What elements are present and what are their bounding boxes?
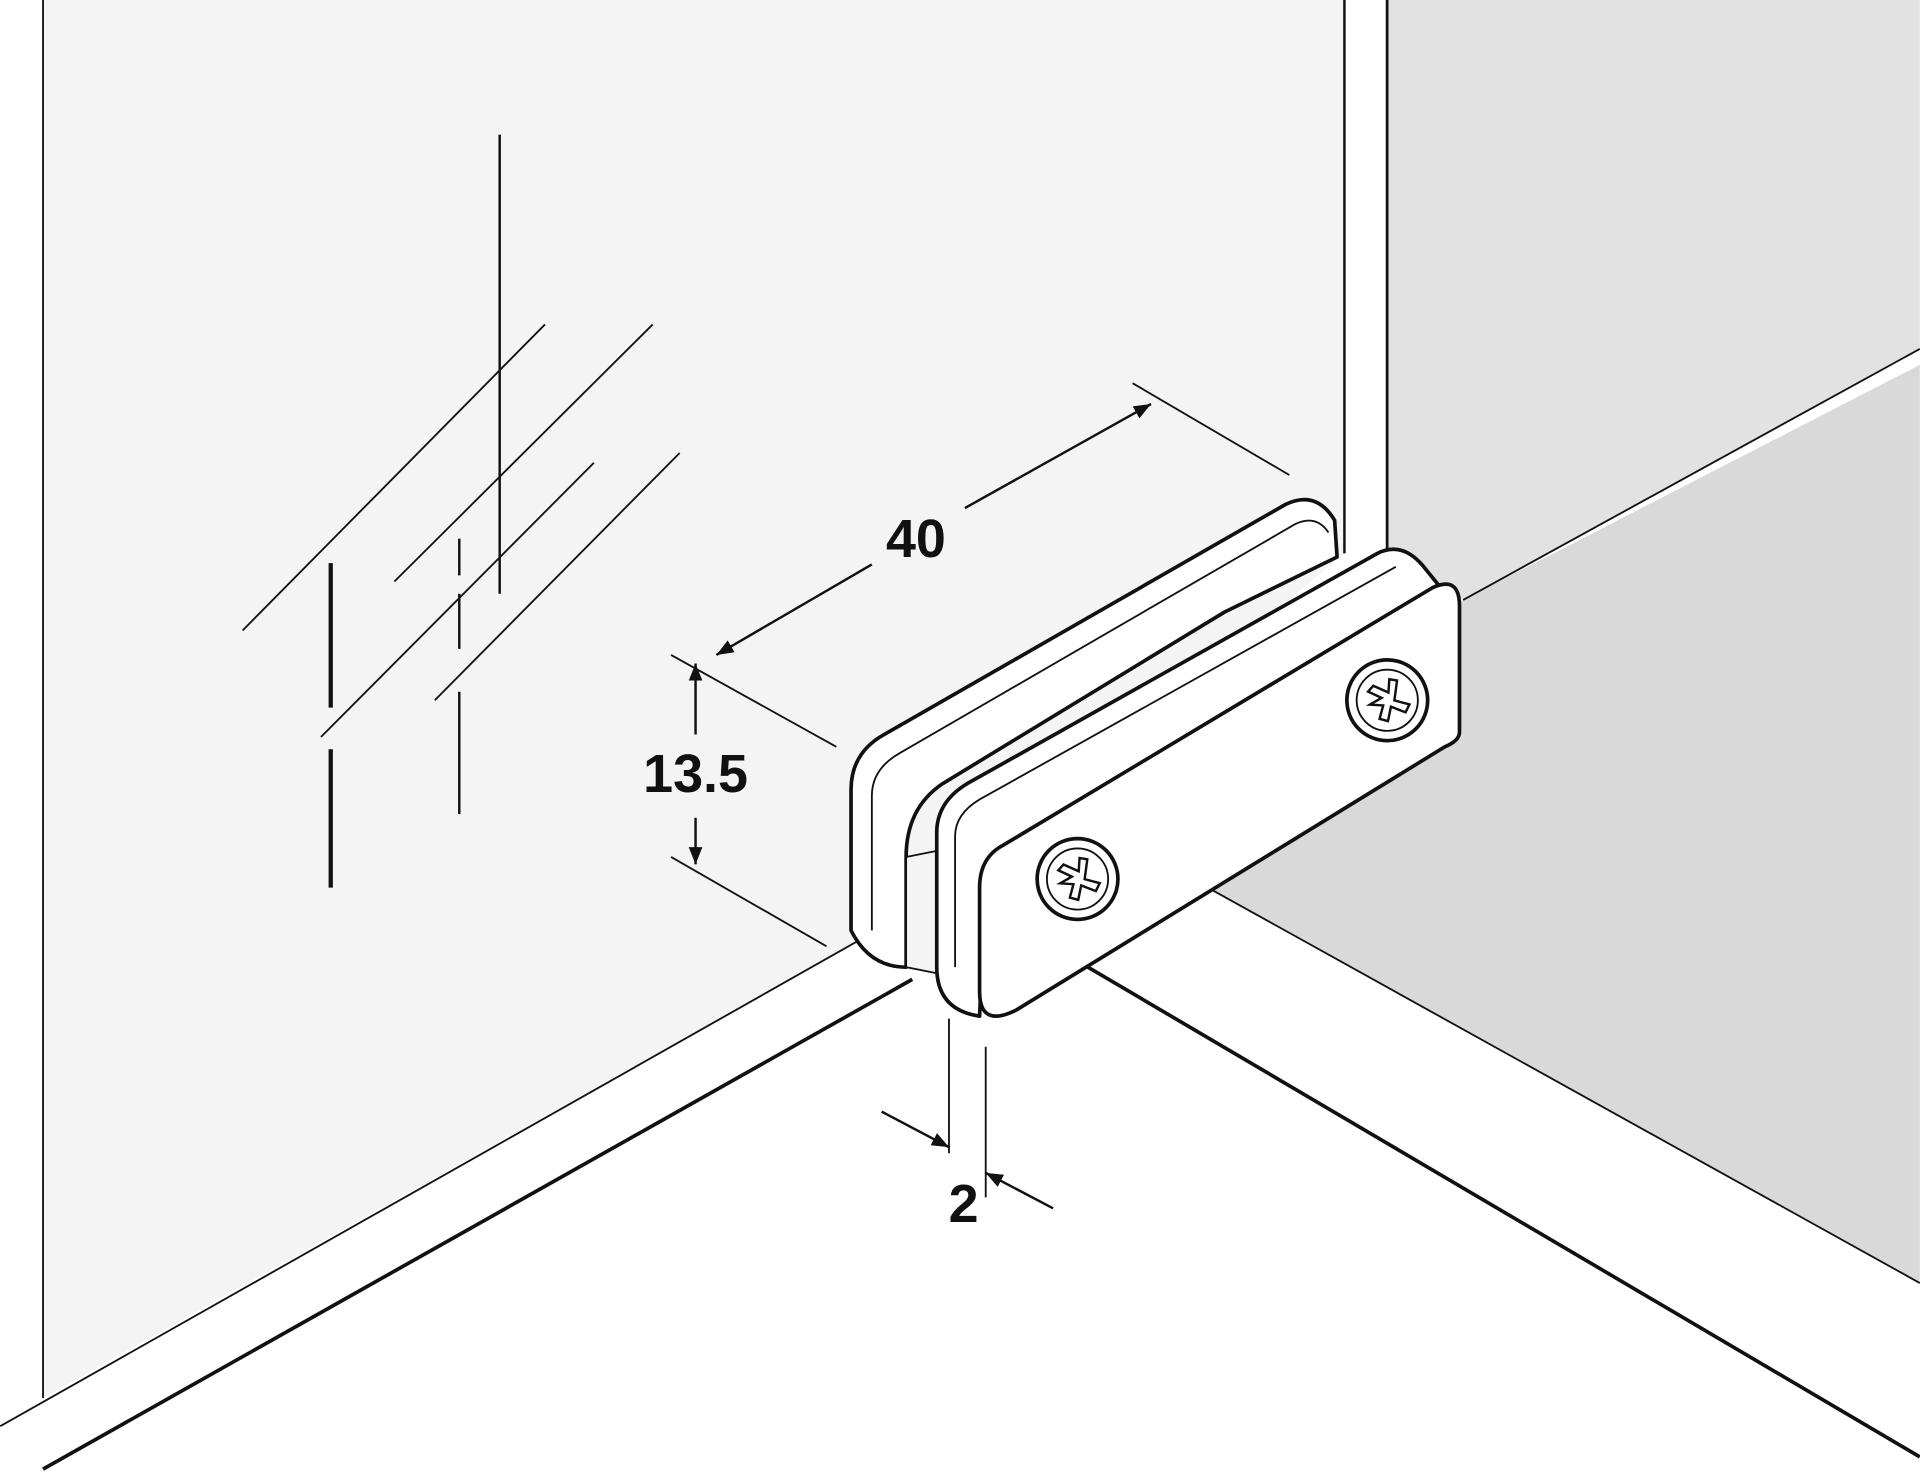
dimension-length-label: 40 xyxy=(886,509,946,569)
glass-bottom-edge xyxy=(0,899,932,1428)
clip-back-plate xyxy=(849,497,1339,969)
screw-icon xyxy=(1345,658,1430,743)
shelf-surface xyxy=(1077,364,1920,1284)
shelf-back-edge xyxy=(1462,348,1920,601)
glass-panel xyxy=(43,0,1345,1399)
floor-edge xyxy=(1076,959,1920,1459)
side-wall xyxy=(1388,0,1920,600)
dimension-thickness-label: 2 xyxy=(949,1174,979,1234)
dimension-height xyxy=(670,663,828,948)
glass-reflection-marks xyxy=(241,134,681,888)
shelf-front-edge xyxy=(1211,889,1920,1284)
screw-icon xyxy=(1035,836,1120,922)
dimension-thickness xyxy=(881,1018,1054,1210)
floor-front-edge xyxy=(42,977,914,1471)
dimension-height-label: 13.5 xyxy=(643,744,748,804)
glass-edge xyxy=(1344,0,1388,554)
